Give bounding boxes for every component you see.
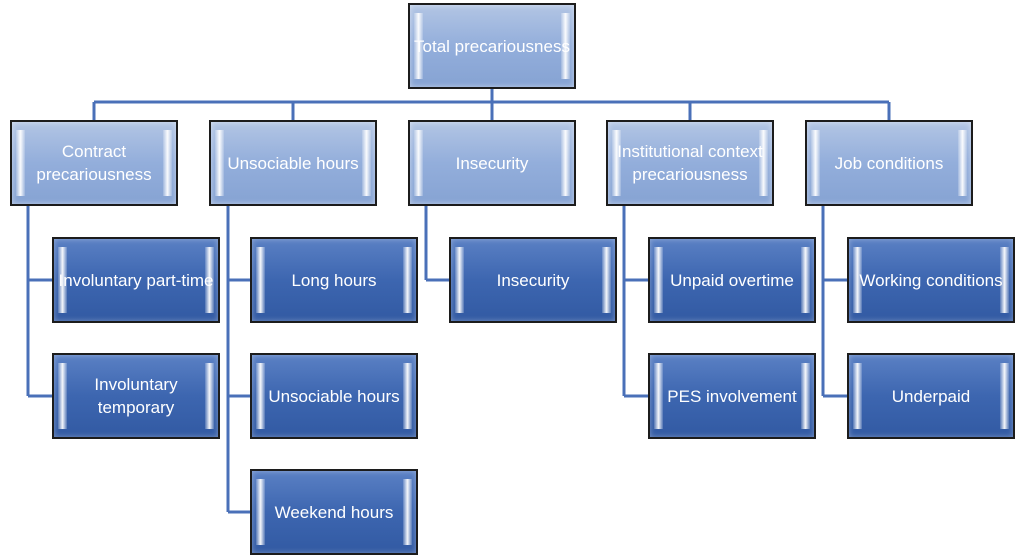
leaf-label: Insecurity: [496, 270, 570, 290]
leaf-label: Unpaid overtime: [670, 270, 794, 290]
leaf-node-underpaid: Underpaid: [847, 353, 1015, 439]
leaf-node-unsociable-hours: Unsociable hours: [250, 353, 418, 439]
category-node-institutional-context: Institutional context precariousness: [606, 120, 774, 206]
category-label: Institutional context precariousness: [617, 142, 763, 184]
category-node-unsociable-hours: Unsociable hours: [209, 120, 377, 206]
leaf-label: Working conditions: [859, 270, 1003, 290]
category-node-contract-precariousness: Contract precariousness: [10, 120, 178, 206]
leaf-node-weekend-hours: Weekend hours: [250, 469, 418, 555]
category-label: Insecurity: [455, 153, 529, 173]
leaf-label: Involuntary part-time: [58, 270, 214, 290]
category-label: Contract precariousness: [36, 142, 152, 184]
leaf-label: PES involvement: [667, 386, 797, 406]
leaf-node-working-conditions: Working conditions: [847, 237, 1015, 323]
leaf-node-insecurity: Insecurity: [449, 237, 617, 323]
leaf-node-involuntary-temporary: Involuntary temporary: [52, 353, 220, 439]
leaf-label: Underpaid: [891, 386, 971, 406]
leaf-label: Long hours: [291, 270, 377, 290]
root-node-label: Total precariousness: [414, 36, 570, 56]
leaf-node-long-hours: Long hours: [250, 237, 418, 323]
leaf-node-involuntary-part-time: Involuntary part-time: [52, 237, 220, 323]
category-label: Unsociable hours: [227, 153, 359, 173]
root-node: Total precariousness: [408, 3, 576, 89]
category-node-job-conditions: Job conditions: [805, 120, 973, 206]
leaf-node-unpaid-overtime: Unpaid overtime: [648, 237, 816, 323]
leaf-node-pes-involvement: PES involvement: [648, 353, 816, 439]
category-node-insecurity: Insecurity: [408, 120, 576, 206]
leaf-label: Involuntary temporary: [94, 375, 178, 417]
leaf-label: Unsociable hours: [268, 386, 400, 406]
leaf-label: Weekend hours: [274, 502, 394, 522]
category-label: Job conditions: [834, 153, 944, 173]
